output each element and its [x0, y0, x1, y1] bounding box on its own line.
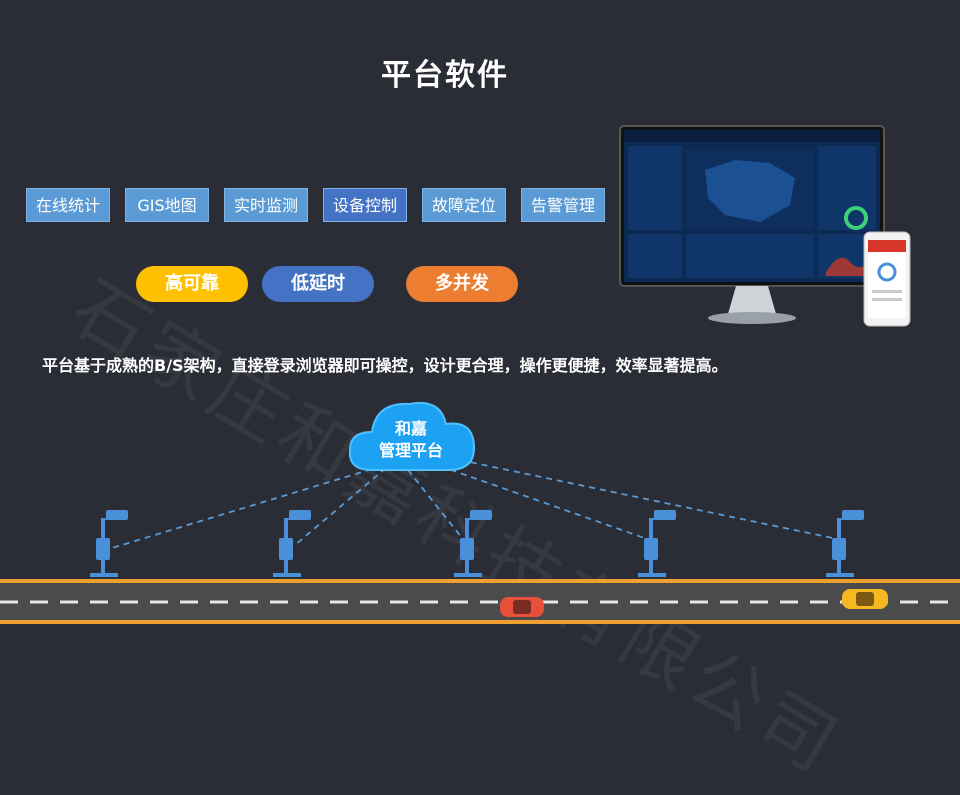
- pill-low-latency: 低延时: [262, 266, 374, 302]
- feature-button-realtime-monitor[interactable]: 实时监测: [224, 188, 308, 222]
- car-yellow-icon: [842, 589, 888, 609]
- roadside-device-icon: [638, 510, 676, 577]
- cloud-label-line2: 管理平台: [378, 441, 443, 460]
- scene-graphics: [0, 125, 960, 624]
- feature-button-fault-locate[interactable]: 故障定位: [422, 188, 506, 222]
- feature-button-gis-map[interactable]: GIS地图: [125, 188, 209, 222]
- roadside-device-icon: [90, 510, 128, 577]
- cloud-icon: [348, 402, 476, 471]
- car-red-icon: [500, 597, 544, 617]
- roadside-device-icon: [454, 510, 492, 577]
- platform-description: 平台基于成熟的B/S架构，直接登录浏览器即可操控，设计更合理，操作更便捷，效率显…: [42, 356, 728, 375]
- phone-illustration: [863, 231, 911, 327]
- network-links: [111, 459, 843, 549]
- feature-button-online-stats[interactable]: 在线统计: [26, 188, 110, 222]
- feature-button-alarm-manage[interactable]: 告警管理: [521, 188, 605, 222]
- roadside-device-icon: [826, 510, 864, 577]
- device-group: [90, 510, 864, 577]
- pill-high-concurrency: 多并发: [406, 266, 518, 302]
- feature-button-device-control[interactable]: 设备控制: [323, 188, 407, 222]
- page-title: 平台软件: [381, 58, 509, 93]
- cloud-label-line1: 和嘉: [394, 419, 427, 438]
- pill-high-reliability: 高可靠: [136, 266, 248, 302]
- monitor-illustration: [619, 125, 885, 324]
- roadside-device-icon: [273, 510, 311, 577]
